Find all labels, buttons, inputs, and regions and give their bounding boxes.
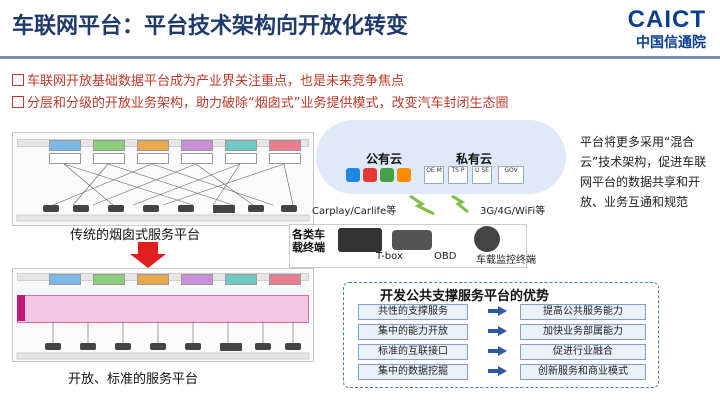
right-arrow-icon xyxy=(498,346,507,356)
service-block xyxy=(137,153,169,164)
service-block xyxy=(269,153,301,164)
bullet-1-text: 车联网开放基础数据平台成为产业界关注重点，也是未来竞争焦点 xyxy=(27,74,405,89)
app-icon xyxy=(397,168,411,182)
private-cloud-label: 私有云 xyxy=(456,152,493,166)
monitor-device-icon xyxy=(474,226,500,252)
service-block xyxy=(181,153,213,164)
advantage-left-4: 集中的数据挖掘 xyxy=(358,364,468,380)
obd-label: OBD xyxy=(434,251,457,262)
advantages-title: 开发公共支撑服务平台的优势 xyxy=(380,289,550,304)
right-arrow-icon xyxy=(498,326,507,336)
private-item: OE M xyxy=(424,166,444,184)
right-arrow-icon xyxy=(498,306,507,316)
service-block xyxy=(49,153,81,164)
service-block xyxy=(49,140,81,151)
advantage-left-3: 标准的互联接口 xyxy=(358,344,468,360)
advantage-left-1: 共性的支撑服务 xyxy=(358,304,468,320)
bullet-2: 分层和分级的开放业务架构，助力破除“烟囱式”业务提供模式，改变汽车封闭生态圈 xyxy=(12,92,508,111)
advantage-right-2: 加快业务部属能力 xyxy=(520,324,646,340)
side-description: 平台将更多采用“混合云”技术架构，促进车联网平台的数据共享和开放、业务互通和规范 xyxy=(580,135,707,209)
service-block xyxy=(137,274,169,285)
service-block xyxy=(269,274,301,285)
service-block xyxy=(93,140,125,151)
service-block xyxy=(93,153,125,164)
bullet-2-text: 分层和分级的开放业务架构，助力破除“烟囱式”业务提供模式，改变汽车封闭生态圈 xyxy=(27,96,509,111)
service-block xyxy=(181,274,213,285)
service-block xyxy=(225,140,257,151)
slide-title: 车联网平台：平台技术架构向开放化转变 xyxy=(12,8,408,40)
bullet-box-icon xyxy=(12,96,24,108)
open-links xyxy=(16,321,310,360)
bullet-box-icon xyxy=(12,74,24,86)
common-support-layer xyxy=(17,295,309,323)
bullet-1: 车联网开放基础数据平台成为产业界关注重点，也是未来竞争焦点 xyxy=(12,70,404,89)
service-block xyxy=(137,140,169,151)
down-arrow-icon xyxy=(130,242,166,268)
cellular-link-label: 3G/4G/WiFi等 xyxy=(480,206,546,217)
service-block xyxy=(49,274,81,285)
app-icon xyxy=(346,168,360,182)
monitor-label: 车载监控终端 xyxy=(476,255,536,266)
title-separator: ： xyxy=(122,14,145,39)
right-arrow-icon xyxy=(488,349,498,353)
tbox-device-icon xyxy=(338,228,382,252)
title-rest: 平台技术架构向开放化转变 xyxy=(144,14,409,39)
title-bold: 车联网平台 xyxy=(12,14,123,39)
title-divider xyxy=(0,56,720,59)
open-caption: 开放、标准的服务平台 xyxy=(68,372,199,387)
service-block xyxy=(269,140,301,151)
terminals-title-line2: 载终端 xyxy=(292,241,325,254)
caict-logo: CAICT xyxy=(627,6,706,33)
private-item: TS P xyxy=(448,166,468,184)
caict-logo-cn: 中国信通院 xyxy=(636,35,706,51)
private-item: GOV xyxy=(498,166,524,184)
right-arrow-icon xyxy=(488,369,498,373)
obd-device-icon xyxy=(392,230,432,250)
layer-marker xyxy=(17,295,25,321)
advantage-right-4: 创新服务和商业模式 xyxy=(520,364,646,380)
public-cloud-label: 公有云 xyxy=(366,152,403,166)
advantage-left-2: 集中的能力开放 xyxy=(358,324,468,340)
service-block xyxy=(225,274,257,285)
chimney-links xyxy=(16,163,310,222)
service-block xyxy=(225,153,257,164)
private-item: U SE xyxy=(472,166,492,184)
carplay-link-label: Carplay/Carlife等 xyxy=(312,206,397,217)
right-arrow-icon xyxy=(488,309,498,313)
right-arrow-icon xyxy=(488,329,498,333)
terminals-title-line1: 各类车 xyxy=(292,228,325,241)
app-icon xyxy=(363,168,377,182)
service-block xyxy=(93,274,125,285)
traditional-platform-diagram xyxy=(12,132,314,226)
open-platform-diagram xyxy=(12,268,314,362)
wireless-link-icon xyxy=(409,194,469,216)
advantage-right-1: 提高公共服务能力 xyxy=(520,304,646,320)
public-cloud-apps xyxy=(344,166,416,186)
right-arrow-icon xyxy=(498,366,507,376)
app-icon xyxy=(380,168,394,182)
advantage-right-3: 促进行业融合 xyxy=(520,344,646,360)
service-block xyxy=(181,140,213,151)
traditional-caption: 传统的烟囱式服务平台 xyxy=(70,228,201,243)
tbox-label: T-box xyxy=(376,251,403,262)
